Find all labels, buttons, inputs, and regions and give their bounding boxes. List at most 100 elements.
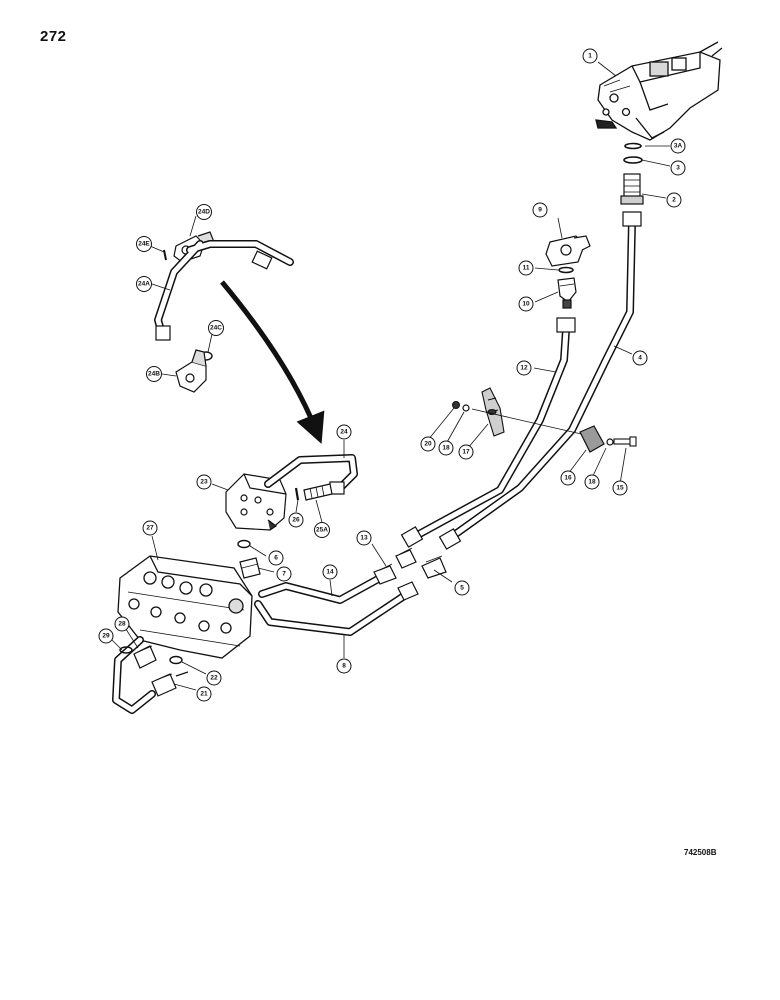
callout-20: 20 xyxy=(420,436,436,452)
tee-fitting-part-9 xyxy=(545,235,591,267)
svg-text:12: 12 xyxy=(520,365,528,372)
svg-text:27: 27 xyxy=(146,525,154,532)
fitting-part-10 xyxy=(557,277,577,309)
callout-14: 14 xyxy=(322,564,338,580)
callout-6: 6 xyxy=(268,550,284,566)
callout-29: 29 xyxy=(98,628,114,644)
svg-text:22: 22 xyxy=(210,675,218,682)
o-ring-part-26 xyxy=(294,487,300,501)
callout-21: 21 xyxy=(196,686,212,702)
callout-3a: 3A xyxy=(670,138,686,154)
callout-3: 3 xyxy=(670,160,686,176)
callout-24a: 24A xyxy=(136,276,152,292)
svg-text:3A: 3A xyxy=(674,143,683,150)
svg-text:1: 1 xyxy=(588,53,592,60)
callout-24e: 24E xyxy=(136,236,152,252)
svg-text:6: 6 xyxy=(274,555,278,562)
washer-part-18a xyxy=(462,404,470,412)
plate-part-16 xyxy=(579,425,605,453)
callout-15: 15 xyxy=(612,480,628,496)
fitting-part-25a xyxy=(303,483,333,501)
svg-text:23: 23 xyxy=(200,479,208,486)
callout-24c: 24C xyxy=(208,320,224,336)
svg-text:2: 2 xyxy=(672,197,676,204)
fitting-part-28 xyxy=(133,645,157,669)
svg-text:25A: 25A xyxy=(316,527,328,534)
valve-block-part-23 xyxy=(225,473,287,531)
callout-25a: 25A xyxy=(314,522,330,538)
control-valve-part-27 xyxy=(117,555,253,659)
hydraulic-tube-part-14 xyxy=(258,574,384,604)
callout-7: 7 xyxy=(276,566,292,582)
svg-text:11: 11 xyxy=(523,265,530,272)
page-number: 272 xyxy=(40,28,67,45)
svg-text:14: 14 xyxy=(326,569,334,576)
svg-text:16: 16 xyxy=(564,475,572,482)
svg-text:20: 20 xyxy=(424,441,432,448)
clamp-part-17 xyxy=(481,387,505,437)
svg-text:10: 10 xyxy=(522,301,530,308)
clamp-reference-line xyxy=(471,408,591,437)
tube-part-24a xyxy=(154,240,294,341)
callout-27: 27 xyxy=(142,520,158,536)
fitting-part-21 xyxy=(151,671,189,697)
callout-24d-top: 24D xyxy=(196,204,212,220)
drawing-code: 742508B xyxy=(684,848,717,857)
svg-text:15: 15 xyxy=(616,485,624,492)
callout-24b: 24B xyxy=(146,366,162,382)
callout-13: 13 xyxy=(356,530,372,546)
leader-lines xyxy=(111,61,671,691)
svg-text:18: 18 xyxy=(588,479,596,486)
svg-text:9: 9 xyxy=(538,207,542,214)
svg-text:13: 13 xyxy=(360,535,368,542)
fitting-part-7 xyxy=(239,557,261,579)
svg-text:21: 21 xyxy=(200,691,208,698)
hydraulic-tube-part-8 xyxy=(254,592,408,636)
nut-part-20 xyxy=(452,401,460,409)
elbow-fitting-part-24b xyxy=(175,349,207,393)
callout-9: 9 xyxy=(532,202,548,218)
callout-17: 17 xyxy=(458,444,474,460)
callout-4: 4 xyxy=(632,350,648,366)
svg-text:24E: 24E xyxy=(138,241,150,248)
callout-16: 16 xyxy=(560,470,576,486)
svg-text:24A: 24A xyxy=(138,281,150,288)
svg-text:24D: 24D xyxy=(198,209,210,216)
callout-2: 2 xyxy=(666,192,682,208)
o-ring-part-24e xyxy=(163,249,167,261)
svg-text:4: 4 xyxy=(638,355,642,362)
svg-text:3: 3 xyxy=(676,165,680,172)
callout-5: 5 xyxy=(454,580,470,596)
tube-part-24 xyxy=(264,454,358,495)
callout-1: 1 xyxy=(582,48,598,64)
hydraulic-tube-part-4 xyxy=(446,211,642,542)
svg-text:7: 7 xyxy=(282,571,286,578)
fitting-part-13 xyxy=(373,547,417,585)
fitting-part-5 xyxy=(397,555,447,601)
callout-12: 12 xyxy=(516,360,532,376)
svg-text:5: 5 xyxy=(460,585,464,592)
bolt-part-15 xyxy=(613,436,637,447)
callout-26: 26 xyxy=(288,512,304,528)
svg-text:29: 29 xyxy=(102,633,110,640)
callout-11: 11 xyxy=(518,260,534,276)
hydraulic-tube-part-12 xyxy=(408,317,576,542)
svg-text:24B: 24B xyxy=(148,371,160,378)
callout-22: 22 xyxy=(206,670,222,686)
callout-24: 24 xyxy=(336,424,352,440)
svg-text:8: 8 xyxy=(342,663,346,670)
callout-8: 8 xyxy=(336,658,352,674)
o-rings-3-3a xyxy=(623,142,643,164)
callout-10: 10 xyxy=(518,296,534,312)
svg-text:17: 17 xyxy=(462,449,470,456)
washer-part-18b xyxy=(606,438,614,446)
callout-28: 28 xyxy=(114,616,130,632)
svg-text:28: 28 xyxy=(118,621,126,628)
callout-18-right: 18 xyxy=(584,474,600,490)
svg-text:24: 24 xyxy=(340,429,348,436)
o-ring-part-11 xyxy=(558,266,574,274)
svg-text:24C: 24C xyxy=(210,325,222,332)
valve-assembly-part-1 xyxy=(595,41,723,141)
o-ring-part-29 xyxy=(119,646,133,654)
